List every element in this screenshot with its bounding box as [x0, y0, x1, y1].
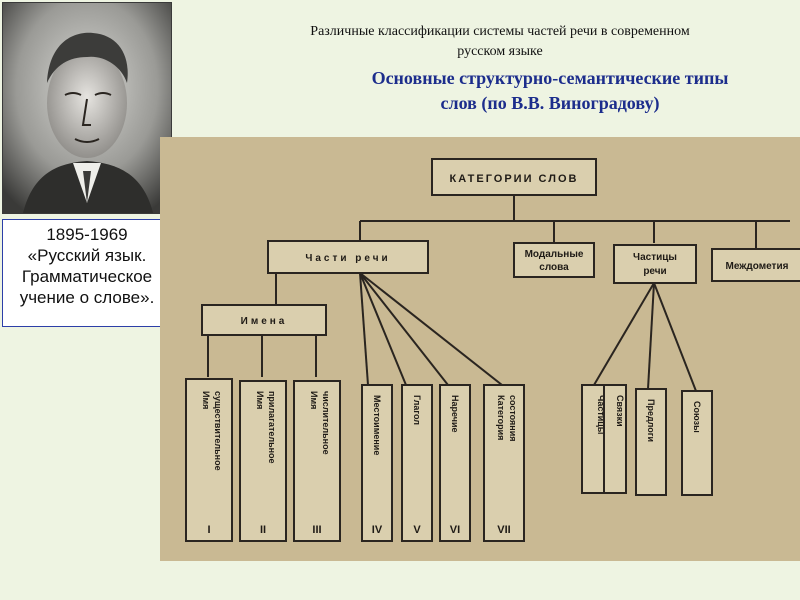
bio-box: 1895-1969 «Русский язык. Грамматическое …	[2, 219, 172, 327]
svg-text:IV: IV	[372, 524, 383, 536]
svg-text:Предлоги: Предлоги	[646, 399, 656, 442]
svg-text:прилагательное: прилагательное	[267, 391, 277, 464]
node-conjunctions: Союзы	[681, 390, 713, 496]
bio-book-line1: «Русский язык.	[27, 246, 147, 265]
node-interjections: Междометия	[711, 248, 800, 282]
svg-text:Наречие: Наречие	[450, 395, 460, 433]
diagram-connectors	[207, 195, 790, 392]
svg-text:Связки: Связки	[615, 395, 625, 427]
slide-title: Различные классификации системы частей р…	[240, 22, 760, 62]
portrait-image	[3, 3, 171, 213]
svg-text:II: II	[260, 524, 266, 536]
svg-text:Модальные: Модальные	[525, 249, 584, 260]
bio-book-line2: Грамматическое	[21, 267, 153, 286]
node-verb: Глагол V	[401, 384, 433, 542]
svg-text:VII: VII	[497, 524, 510, 536]
slide-subtitle: Основные структурно-семантические типы с…	[300, 66, 800, 116]
node-pronoun: Местоимение IV	[361, 384, 393, 542]
svg-text:Имя: Имя	[309, 391, 319, 409]
svg-text:Имя: Имя	[201, 391, 211, 409]
svg-text:Глагол: Глагол	[412, 395, 422, 425]
svg-text:речи: речи	[643, 266, 666, 277]
svg-text:Междометия: Междометия	[726, 261, 789, 272]
svg-text:существительное: существительное	[213, 391, 223, 471]
node-prepositions: Предлоги	[635, 388, 667, 496]
svg-text:Имена: Имена	[241, 316, 288, 327]
svg-text:Имя: Имя	[255, 391, 265, 409]
classification-diagram: КАТЕГОРИИ СЛОВ Части речи Модальные слов…	[160, 137, 800, 561]
svg-text:V: V	[413, 524, 421, 536]
node-names: Имена	[201, 304, 327, 336]
svg-text:числительное: числительное	[321, 391, 331, 455]
svg-text:Части речи: Части речи	[305, 253, 390, 264]
slide-subtitle-line1: Основные структурно-семантические типы	[371, 68, 729, 88]
node-word-categories: КАТЕГОРИИ СЛОВ	[431, 158, 597, 196]
node-modal-words: Модальные слова	[513, 242, 595, 278]
portrait-photo	[2, 2, 172, 214]
node-adjective: Имя прилагательное II	[239, 380, 287, 542]
node-noun: Имя существительное I	[185, 378, 233, 542]
slide-title-line1: Различные классификации системы частей р…	[310, 24, 690, 39]
slide-title-line2: русском языке	[457, 44, 543, 59]
node-state-category: Категория состояния VII	[483, 384, 525, 542]
bio-years: 1895-1969	[46, 225, 128, 244]
node-numeral: Имя числительное III	[293, 380, 341, 542]
svg-text:Частицы: Частицы	[633, 252, 677, 263]
node-speech-particles: Частицы речи	[613, 244, 697, 284]
svg-text:III: III	[312, 524, 321, 536]
node-parts-of-speech: Части речи	[267, 240, 429, 274]
svg-text:I: I	[207, 524, 210, 536]
node-adverb: Наречие VI	[439, 384, 471, 542]
svg-text:Категория: Категория	[496, 395, 506, 440]
bio-book-line3: учение о слове».	[19, 288, 155, 307]
svg-text:состояния: состояния	[508, 395, 518, 442]
svg-text:VI: VI	[450, 524, 460, 536]
svg-text:Союзы: Союзы	[692, 401, 702, 433]
slide-subtitle-line2: слов (по В.В. Виноградову)	[440, 93, 660, 113]
svg-text:слова: слова	[539, 262, 569, 273]
svg-text:КАТЕГОРИИ СЛОВ: КАТЕГОРИИ СЛОВ	[450, 173, 579, 185]
svg-text:Местоимение: Местоимение	[372, 395, 382, 455]
svg-text:Частицы: Частицы	[596, 395, 606, 435]
